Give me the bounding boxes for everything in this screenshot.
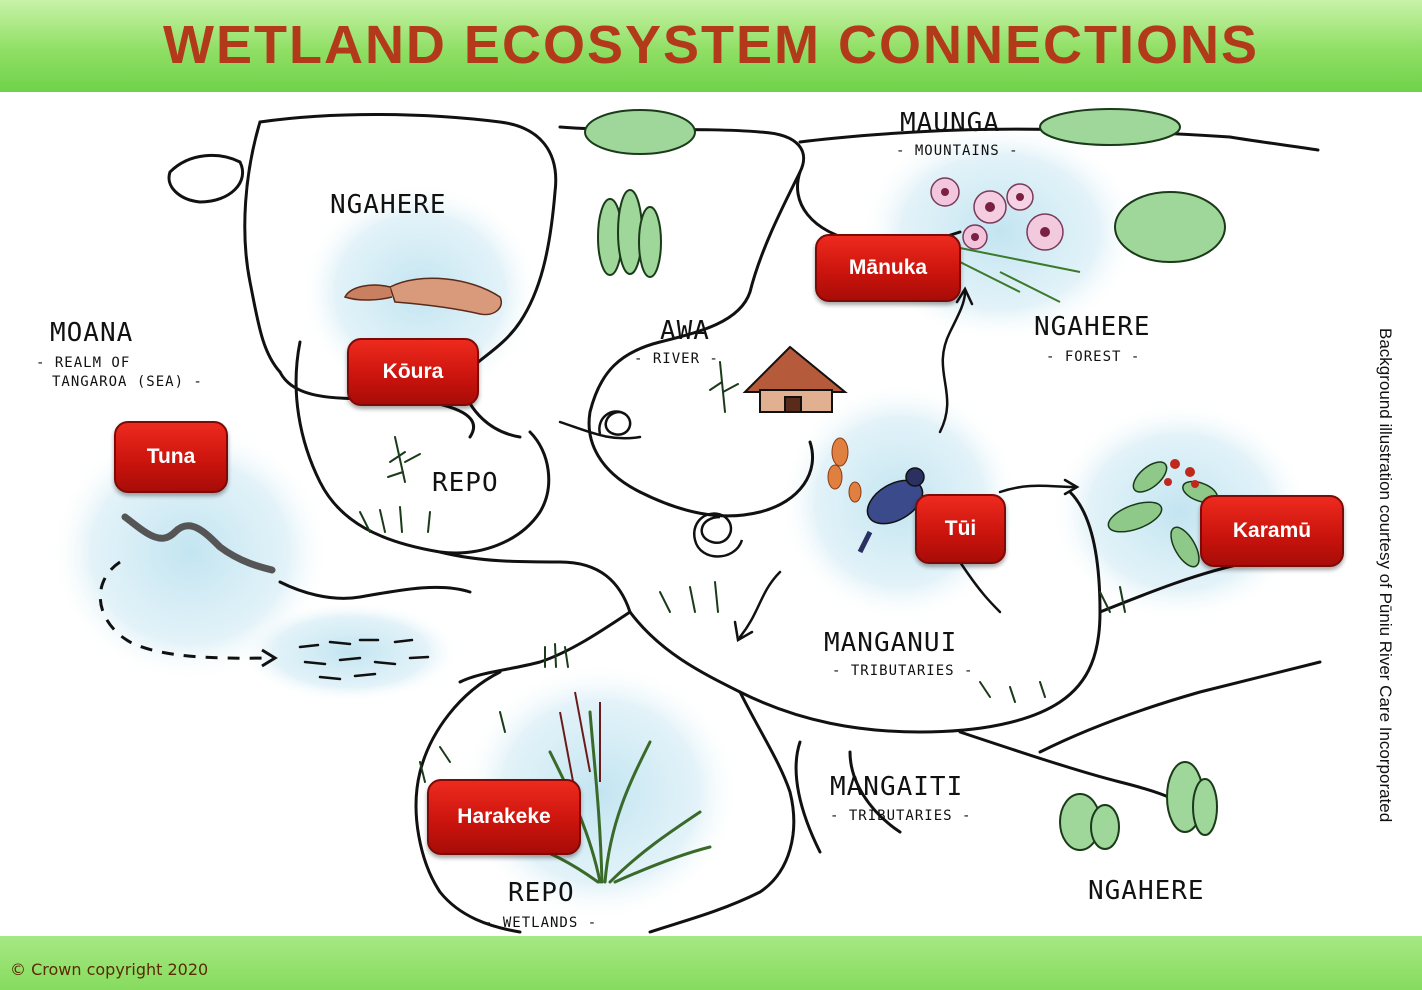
label-awa: AWA <box>660 316 710 346</box>
manuka-button[interactable]: Mānuka <box>815 234 961 302</box>
label-mangaiti-sub: - TRIBUTARIES - <box>830 808 972 824</box>
label-awa-sub: - RIVER - <box>634 351 719 367</box>
label-ngahere-right: NGAHERE <box>1034 312 1151 342</box>
label-ngahere-top: NGAHERE <box>330 190 447 220</box>
label-repo-bottom-sub: - WETLANDS - <box>484 915 598 931</box>
koura-button[interactable]: Kōura <box>347 338 479 406</box>
footer-bar <box>0 936 1422 990</box>
label-moana-sub2: TANGAROA (SEA) - <box>52 374 203 390</box>
header-bar <box>0 0 1422 92</box>
label-mangaiti: MANGAITI <box>830 772 964 802</box>
label-ngahere-right-sub: - FOREST - <box>1046 349 1141 365</box>
label-ngahere-bottom: NGAHERE <box>1088 876 1205 906</box>
label-maunga-sub: - MOUNTAINS - <box>896 143 1019 159</box>
label-repo-bottom: REPO <box>508 878 575 908</box>
tuna-button[interactable]: Tuna <box>114 421 228 493</box>
tui-button[interactable]: Tūi <box>915 494 1006 564</box>
karamu-button[interactable]: Karamū <box>1200 495 1344 567</box>
page-title: WETLAND ECOSYSTEM CONNECTIONS <box>162 15 1260 75</box>
label-maunga: MAUNGA <box>900 108 1000 138</box>
label-moana-sub1: - REALM OF <box>36 355 131 371</box>
illustration-credit: Background illustration courtesy of Pūni… <box>1376 328 1395 823</box>
copyright-text: © Crown copyright 2020 <box>10 960 209 979</box>
label-repo-top: REPO <box>432 468 499 498</box>
label-manganui: MANGANUI <box>824 628 958 658</box>
label-manganui-sub: - TRIBUTARIES - <box>832 663 974 679</box>
harakeke-button[interactable]: Harakeke <box>427 779 581 855</box>
label-moana: MOANA <box>50 318 134 348</box>
